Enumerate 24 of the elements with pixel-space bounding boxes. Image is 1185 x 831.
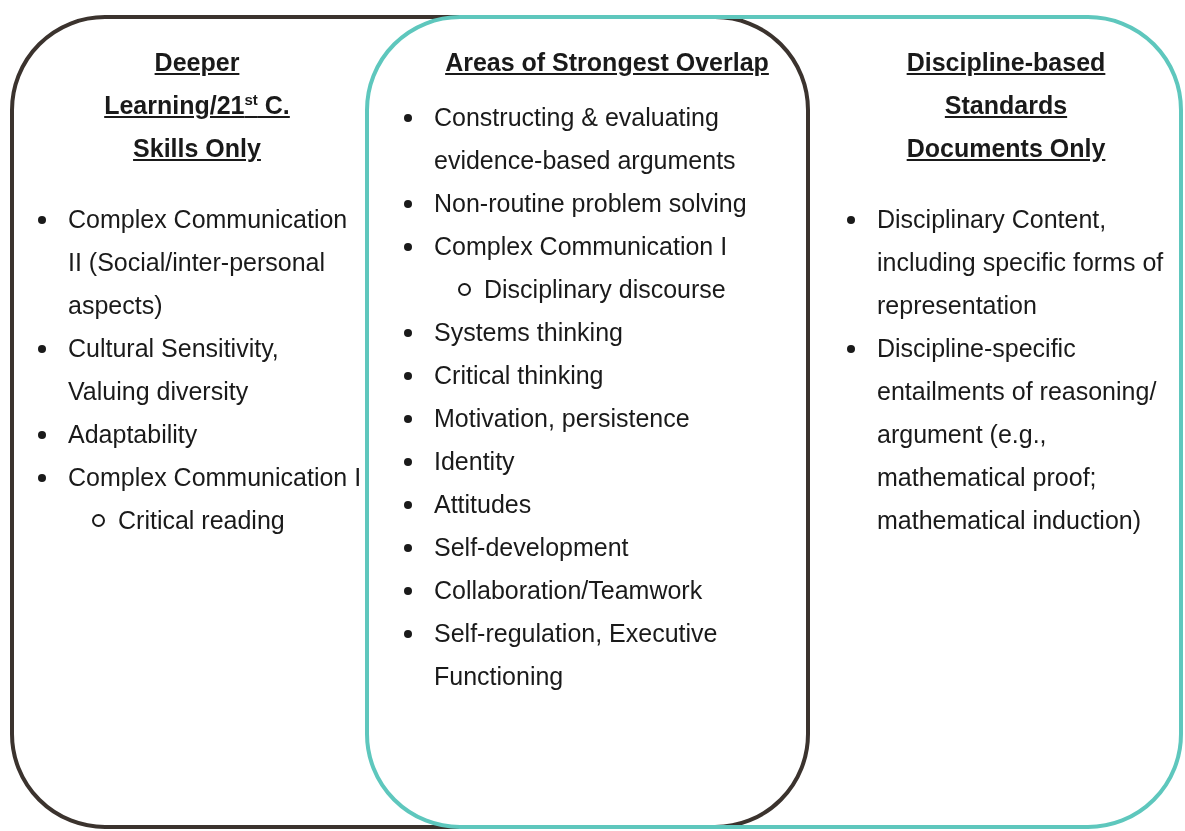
bullet-text: Attitudes (434, 490, 532, 518)
bullet-text: Motivation, persistence (434, 404, 690, 432)
bullet-text: Systems thinking (434, 318, 623, 346)
bullet-text: Cultural Sensitivity, Valuing diversity (68, 334, 279, 405)
bullet-text: Complex Communication I (68, 463, 362, 491)
bullet-text: Self-development (434, 533, 629, 561)
column-heading: Areas of Strongest Overlap (444, 47, 770, 78)
bullet-text: Adaptability (68, 420, 198, 448)
bullet-text: Identity (434, 447, 515, 475)
column-heading: Deeper Learning/21$^{st}$ C. Skills Only (103, 47, 291, 164)
rounded-region (365, 15, 1183, 829)
bullet-text: Discipline-specific entailments of reasoning/ argument (e.g., mathematical proof; mathematical induction) (877, 334, 1157, 534)
bullet-text: Complex Communication I (434, 232, 728, 260)
bullet-text: Constructing & evaluating evidence-based arguments (434, 103, 736, 174)
rounded-region (10, 15, 810, 829)
bullet-text: Self-regulation, Executive Functioning (434, 619, 718, 690)
sub-bullet-text: Critical reading (118, 506, 285, 534)
bullet-text: Disciplinary Content, including specific forms of representation (877, 205, 1164, 319)
bullet-text: Collaboration/Teamwork (434, 576, 703, 604)
bullet-text: Complex Communication II (Social/inter-personal aspects) (68, 205, 348, 319)
bullet-text: Critical thinking (434, 361, 604, 389)
column-heading: Discipline-based Standards Documents Only (905, 47, 1107, 164)
sub-bullet-text: Disciplinary discourse (484, 275, 726, 303)
bullet-text: Non-routine problem solving (434, 189, 747, 217)
